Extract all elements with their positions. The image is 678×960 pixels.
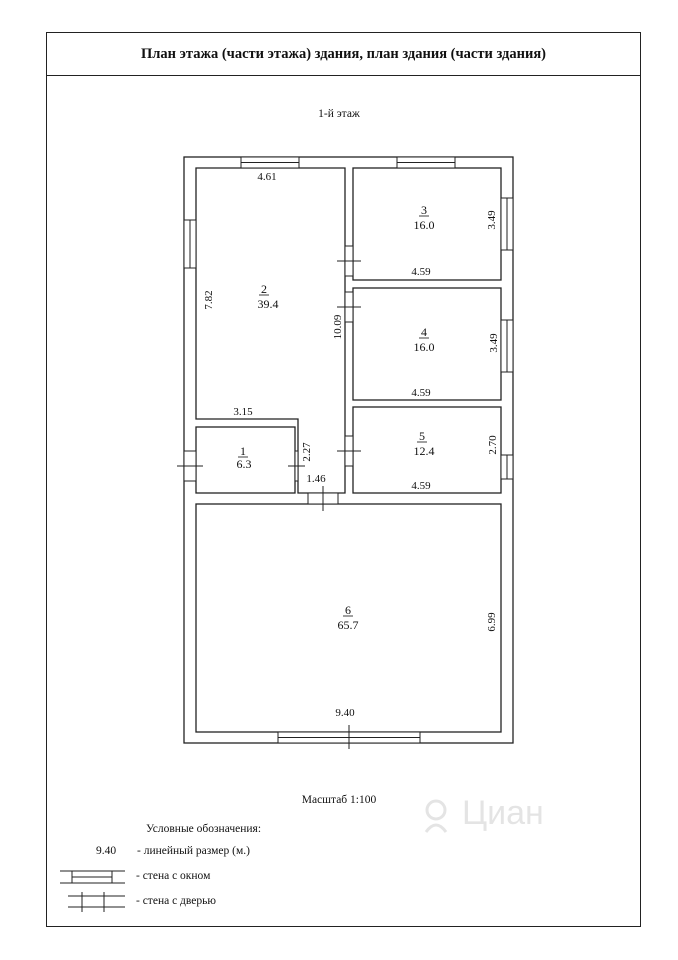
- door-room2-room5: [337, 435, 361, 467]
- room-6-area: 65.7: [338, 618, 359, 632]
- room-1-number: 1: [240, 444, 246, 458]
- door-room2-room6: [307, 486, 339, 511]
- dim-room3-right: 3.49: [486, 210, 498, 230]
- dim-room1-right: 2.27: [301, 442, 313, 462]
- dim-room5-right: 2.70: [487, 435, 499, 455]
- window-left-room2: [183, 219, 197, 269]
- dim-room6-right: 6.99: [486, 612, 498, 632]
- title-bar: План этажа (части этажа) здания, план зд…: [47, 33, 640, 76]
- door-entrance-room1: [177, 450, 203, 482]
- room-1-area: 6.3: [237, 457, 252, 471]
- page-title: План этажа (части этажа) здания, план зд…: [140, 45, 546, 62]
- room-6-number: 6: [345, 603, 351, 617]
- room-5-area: 12.4: [414, 444, 435, 458]
- window-right-room3: [500, 197, 514, 251]
- dim-room2-left: 7.82: [203, 290, 215, 309]
- door-room2-room3: [337, 245, 361, 277]
- window-top-left: [240, 156, 300, 169]
- room-2-number: 2: [261, 282, 267, 296]
- legend-wall-door: - стена с дверью: [136, 895, 216, 907]
- legend-window-symbol: [60, 870, 125, 884]
- room-4-area: 16.0: [414, 340, 435, 354]
- room-5-number: 5: [419, 429, 425, 443]
- window-right-room5: [500, 454, 514, 480]
- dim-room5-bottom: 4.59: [411, 480, 431, 492]
- watermark: Циан: [418, 780, 618, 850]
- watermark-logo-icon: [424, 799, 448, 833]
- room-3-number: 3: [421, 203, 427, 217]
- dim-room2-top: 4.61: [257, 171, 276, 183]
- dim-room6-bottom: 9.40: [335, 707, 355, 719]
- dim-room4-bottom: 4.59: [411, 387, 431, 399]
- dim-room4-right: 3.49: [488, 333, 500, 353]
- room-3-area: 16.0: [414, 218, 435, 232]
- dim-corridor-height: 10.09: [332, 314, 344, 339]
- dim-room2-bottom: 3.15: [233, 406, 253, 418]
- drawing-frame: План этажа (части этажа) здания, план зд…: [46, 32, 641, 927]
- window-right-room4: [500, 319, 514, 373]
- door-room1-room2: [288, 450, 305, 482]
- legend-wall-window: - стена с окном: [136, 870, 211, 882]
- legend-door-symbol: [68, 892, 125, 912]
- scale-label: Масштаб 1:100: [301, 794, 377, 806]
- dim-room3-bottom: 4.59: [411, 266, 431, 278]
- legend-sample-value: 9.40: [96, 845, 117, 857]
- room-2-outline: [195, 167, 346, 494]
- door-room2-room4: [337, 291, 361, 323]
- window-top-right: [396, 156, 456, 169]
- room-2-area: 39.4: [258, 297, 279, 311]
- legend-linear-size: - линейный размер (м.): [137, 845, 250, 857]
- dim-passage-width: 1.46: [306, 473, 326, 485]
- room-4-number: 4: [421, 325, 427, 339]
- legend-title: Условные обозначения:: [146, 823, 262, 835]
- floor-label: 1-й этаж: [318, 108, 360, 120]
- watermark-brand: Циан: [462, 794, 544, 832]
